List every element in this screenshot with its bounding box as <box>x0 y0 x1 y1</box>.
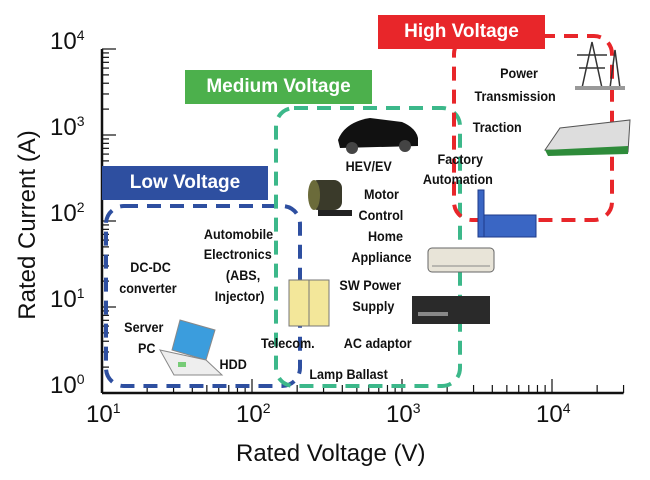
app-automobile: Automobile <box>203 226 274 242</box>
x-tick-label: 101 <box>86 400 121 428</box>
telecom-cabinet-icon <box>288 279 330 327</box>
y-tick-label: 103 <box>50 113 85 141</box>
app-pc: PC <box>137 340 156 356</box>
app-control: Control <box>358 207 404 223</box>
y-tick-label: 101 <box>50 285 85 313</box>
x-tick-label: 102 <box>236 400 271 428</box>
x-tick-label: 103 <box>386 400 421 428</box>
axes <box>100 48 625 395</box>
factory-icon <box>477 189 537 238</box>
y-tick-label: 102 <box>50 199 85 227</box>
car-icon <box>338 118 418 154</box>
y-tick-label: 104 <box>50 27 85 55</box>
app-hdd: HDD <box>219 356 247 372</box>
app-converter: converter <box>119 280 177 296</box>
medium-voltage-label: Medium Voltage <box>185 70 372 104</box>
app-supply: Supply <box>352 298 395 314</box>
app-injector: Injector) <box>214 288 265 304</box>
app-hev-ev: HEV/EV <box>345 158 392 174</box>
high-voltage-label: High Voltage <box>378 15 545 49</box>
x-axis-title: Rated Voltage (V) <box>236 440 426 467</box>
power-tower-icon <box>575 41 625 90</box>
app-ac-adaptor: AC adaptor <box>343 335 412 351</box>
app-motor: Motor <box>363 186 399 202</box>
y-axis-title: Rated Current (A) <box>14 130 41 320</box>
app-traction: Traction <box>472 119 522 135</box>
app-dc-dc: DC-DC <box>130 259 171 275</box>
app-power: Power <box>500 65 538 81</box>
app-abs: (ABS, <box>225 267 261 283</box>
app-server: Server <box>124 319 164 335</box>
app-home: Home <box>367 228 403 244</box>
air-conditioner-icon <box>427 247 495 273</box>
app-electronics: Electronics <box>203 246 272 262</box>
app-sw-power: SW Power <box>339 277 402 293</box>
laptop-icon <box>159 319 224 376</box>
train-icon <box>544 119 631 156</box>
app-lamp-ballast: Lamp Ballast <box>309 366 388 382</box>
app-factory: Factory <box>437 151 484 167</box>
app-transmission: Transmission <box>474 88 556 104</box>
low-voltage-label: Low Voltage <box>102 166 268 200</box>
medium-voltage-region <box>274 106 462 388</box>
app-telecom: Telecom. <box>260 335 315 351</box>
app-appliance: Appliance <box>351 249 412 265</box>
x-tick-label: 104 <box>536 400 571 428</box>
y-tick-label: 100 <box>50 371 85 399</box>
motor-icon <box>308 180 352 216</box>
app-automation: Automation <box>422 171 493 187</box>
av-equipment-icon <box>412 296 490 324</box>
